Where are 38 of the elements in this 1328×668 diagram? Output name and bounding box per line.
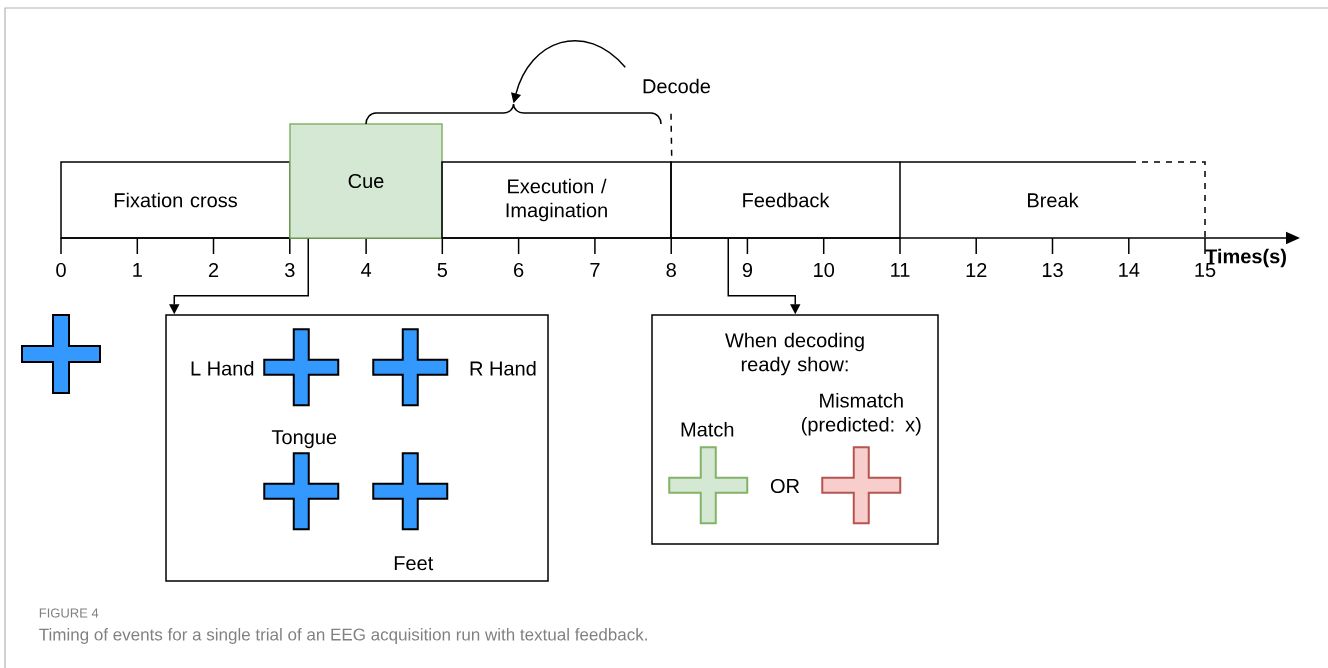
cross-label: Tongue	[271, 430, 337, 449]
cross-symbol	[263, 328, 340, 407]
tick-label: 7	[590, 263, 600, 277]
figure-number: FIGURE 4	[39, 608, 99, 618]
cross-symbol	[372, 328, 449, 407]
tick-label: 11	[891, 263, 910, 277]
cross-symbol	[263, 452, 340, 531]
tick-label: 4	[361, 263, 372, 277]
panel-box	[165, 314, 549, 582]
phase-box: Execution / Imagination	[441, 161, 672, 239]
brace	[365, 103, 662, 125]
tick-label: 3	[285, 262, 295, 278]
tick-label: 9	[742, 262, 753, 278]
tick-label: 13	[1042, 262, 1063, 278]
phase-box: Break	[899, 161, 1206, 239]
cross-symbol	[372, 452, 449, 531]
cross-label: Mismatch (predicted: x)	[801, 392, 921, 436]
cross-symbol	[21, 314, 101, 394]
tick-label: 6	[514, 262, 524, 278]
cross-label: L Hand	[191, 360, 254, 376]
tick-label: 10	[814, 262, 835, 278]
cross-label: Feet	[394, 556, 434, 571]
tick-label: 0	[56, 262, 66, 278]
or-text: OR	[770, 478, 800, 494]
cross-label: R Hand	[470, 360, 536, 376]
tick-label: 2	[208, 263, 219, 277]
caption: Timing of events for a single trial of an EEG acquisition run with textual feedback.	[39, 628, 647, 644]
cross-label: Match	[681, 421, 734, 437]
cross-symbol	[668, 446, 749, 525]
tick-label: 8	[666, 262, 676, 278]
cross-symbol	[821, 446, 902, 525]
cue-box: Cue	[289, 123, 443, 239]
tick-label: 5	[437, 263, 448, 277]
phase-box: Feedback	[670, 161, 901, 239]
decode-text: Decode	[643, 78, 711, 94]
tick-label: 12	[966, 263, 987, 277]
tick-label: 1	[133, 263, 142, 277]
tick-label: 14	[1119, 263, 1140, 277]
